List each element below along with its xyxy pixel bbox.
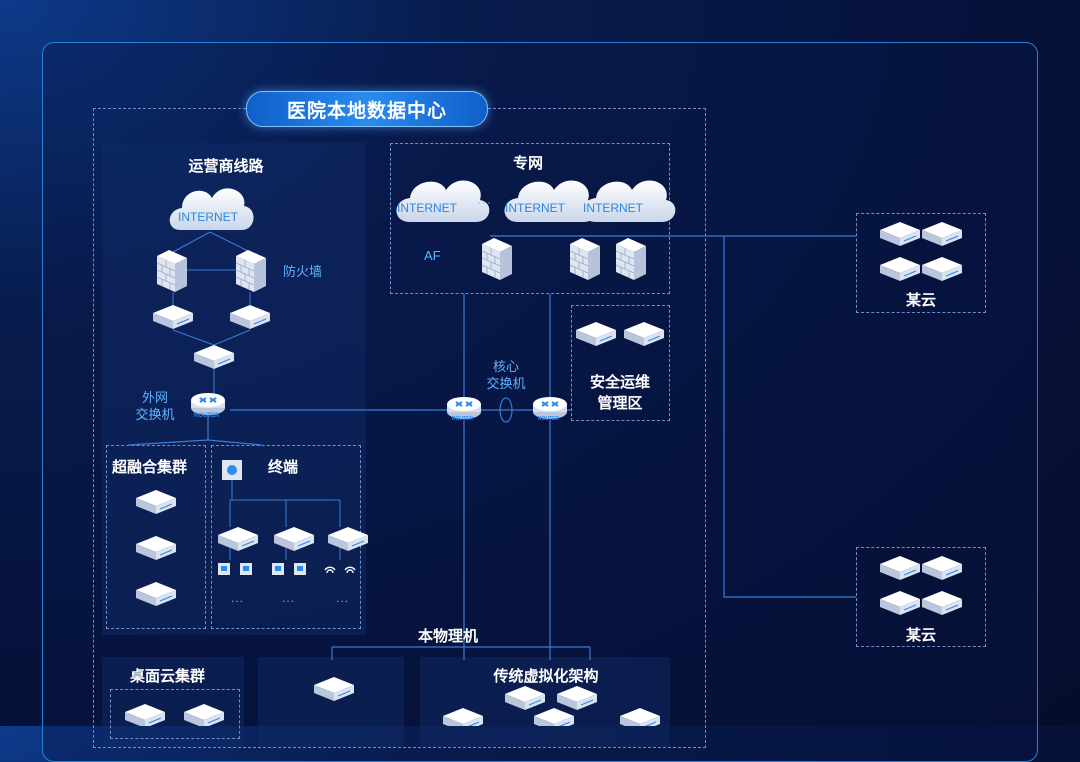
network-diagram [124, 180, 963, 726]
core-switch-label-1: 核心 [492, 359, 520, 374]
physical-machine-label: 本物理机 [417, 628, 479, 645]
core-switch-label-2: 交换机 [486, 376, 526, 391]
terminal-ellipsis-2: ... [282, 591, 296, 605]
cloud-group-1 [856, 213, 986, 313]
firewall-label: 防火墙 [283, 264, 323, 279]
operator-cloud-text: INTERNET [178, 210, 238, 224]
private-cloud-text-3: INTERNET [583, 201, 643, 215]
traditional-virtual-label: 传统虚拟化架构 [493, 668, 599, 685]
security-zone-label-1: 安全运维 [589, 374, 651, 391]
operator-label: 运营商线路 [188, 158, 264, 175]
terminal-ellipsis-3: ... [336, 591, 350, 605]
router-text-core-1: ROUTER [452, 416, 474, 422]
cloud-group-2-label: 某云 [905, 627, 937, 644]
private-cloud-text-2: INTERNET [505, 201, 565, 215]
private-network-label: 专网 [512, 155, 544, 172]
desktop-cluster-label: 桌面云集群 [130, 668, 206, 685]
private-cloud-ellipsis: ··· [477, 195, 492, 209]
cloud-group-2 [856, 547, 986, 647]
external-switch-label-1: 外网 [141, 390, 169, 405]
security-zone [571, 305, 670, 421]
terminal-ellipsis-1: ... [231, 591, 245, 605]
af-label: AF [424, 248, 441, 263]
cloud-group-1-label: 某云 [905, 292, 937, 309]
router-text-external: ROUTER [194, 413, 220, 419]
hyper-cluster-label: 超融合集群 [112, 459, 188, 476]
router-text-core-2: ROUTER [538, 416, 560, 422]
hyper-cluster-zone [106, 445, 206, 629]
page-title: 医院本地数据中心 [246, 91, 488, 127]
terminal-label: 终端 [268, 459, 299, 476]
external-switch-label-2: 交换机 [135, 407, 175, 422]
operator-cloud [169, 188, 254, 230]
security-zone-label-2: 管理区 [597, 395, 643, 412]
private-cloud-text-1: INTERNET [397, 201, 457, 215]
